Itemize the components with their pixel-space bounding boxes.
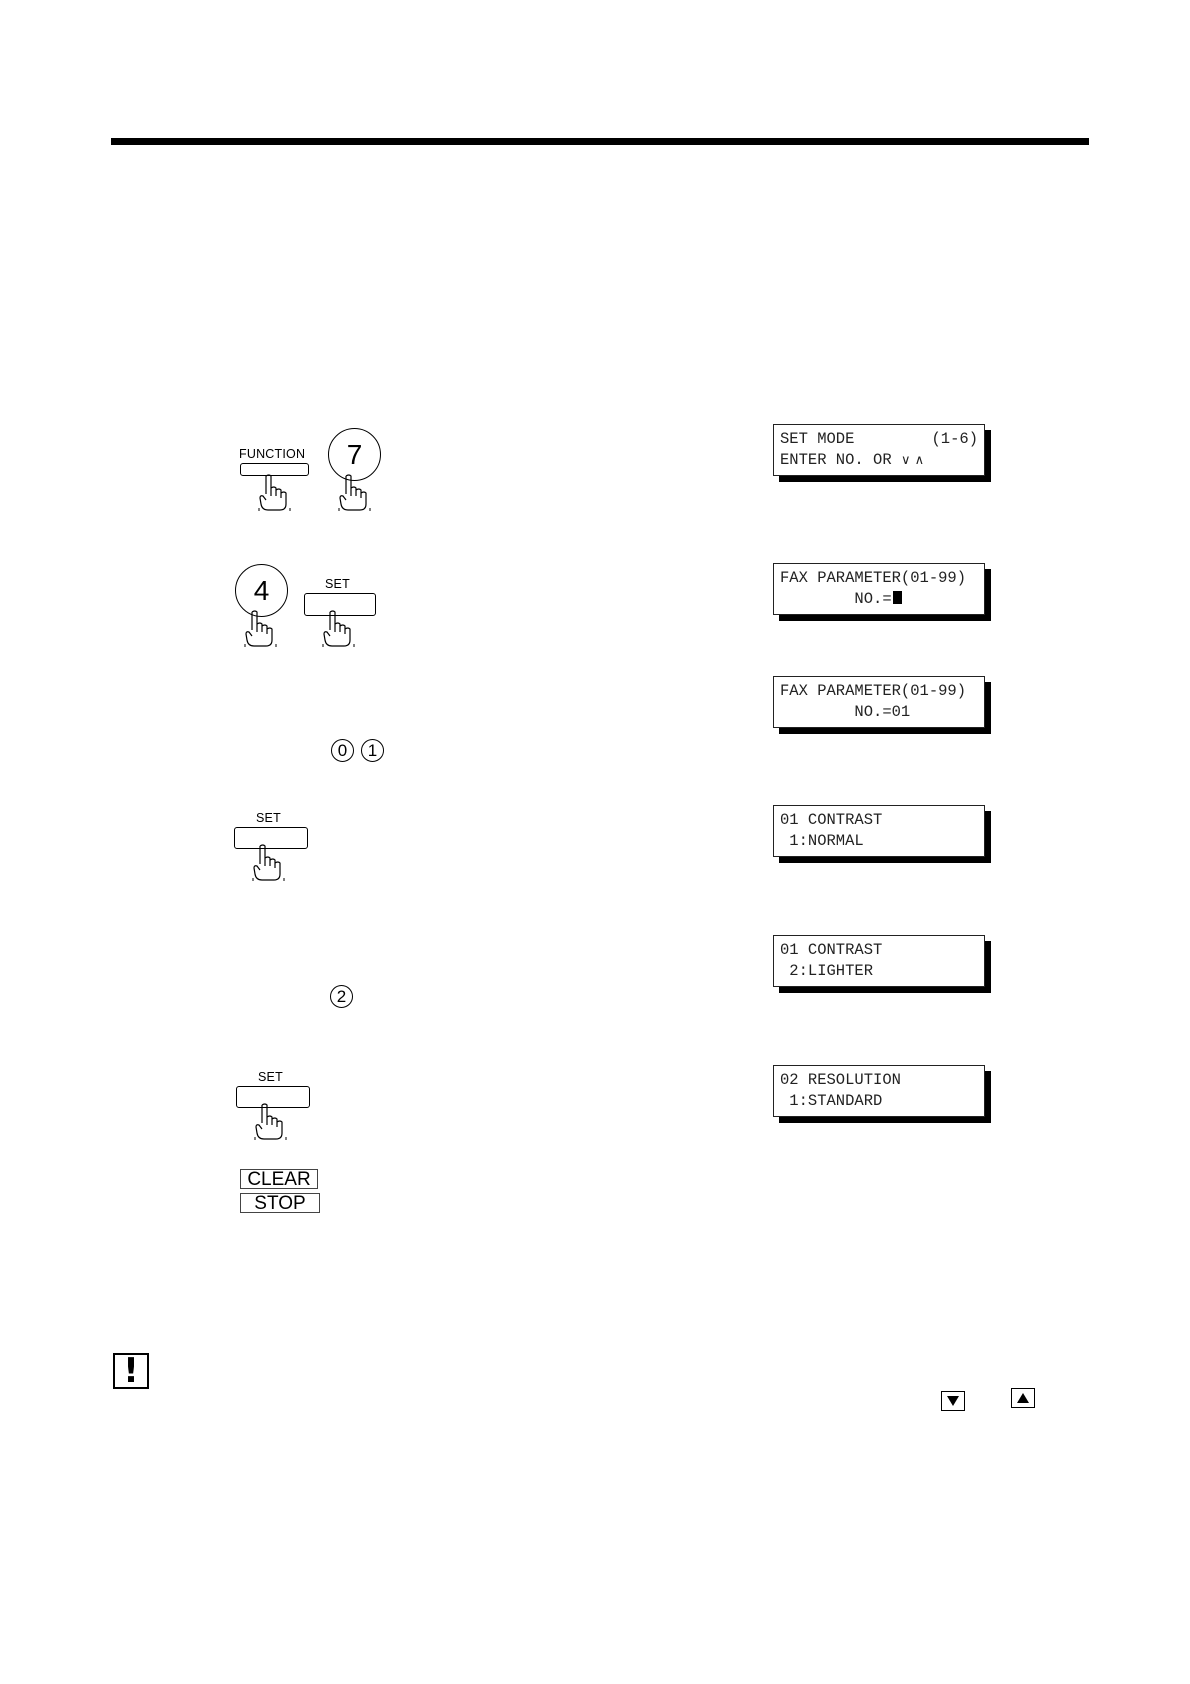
lcd-display-contrast-lighter: 01 CONTRAST 2:LIGHTER [773, 935, 985, 987]
set-key-label: SET [258, 1070, 283, 1084]
lcd-display-contrast-normal: 01 CONTRAST 1:NORMAL [773, 805, 985, 857]
lcd-display-resolution-standard: 02 RESOLUTION 1:STANDARD [773, 1065, 985, 1117]
lcd-display-set-mode: SET MODE(1-6) ENTER NO. OR ∨ ∧ [773, 424, 985, 476]
digit-key-0[interactable]: 0 [331, 739, 354, 762]
press-hand-icon [322, 610, 355, 647]
down-arrow-key-icon [941, 1391, 965, 1411]
digit-key-4[interactable]: 4 [235, 564, 288, 617]
digit-key-1[interactable]: 1 [361, 739, 384, 762]
press-hand-icon [338, 474, 371, 511]
caution-icon: ! [113, 1353, 149, 1389]
lcd-display-fax-parameter: FAX PARAMETER(01-99) NO.= [773, 563, 985, 615]
function-key-label: FUNCTION [239, 447, 306, 461]
stop-key[interactable]: STOP [240, 1193, 320, 1214]
clear-key[interactable]: CLEAR [240, 1169, 318, 1190]
up-arrow-key-icon [1011, 1388, 1035, 1408]
set-key[interactable] [304, 593, 376, 616]
function-key[interactable] [240, 463, 309, 476]
digit-key-2[interactable]: 2 [330, 985, 353, 1008]
scroll-arrows-icon: ∨ ∧ [900, 453, 925, 468]
cursor-block-icon [892, 591, 902, 604]
lcd-display-fax-parameter-01: FAX PARAMETER(01-99) NO.=01 [773, 676, 985, 728]
set-key-label: SET [325, 577, 350, 591]
press-hand-icon [244, 610, 277, 647]
set-key-label: SET [256, 811, 281, 825]
set-key[interactable] [236, 1086, 310, 1108]
header-rule [111, 138, 1089, 145]
press-hand-icon [254, 1103, 287, 1140]
digit-key-7[interactable]: 7 [328, 428, 381, 481]
press-hand-icon [258, 474, 291, 511]
set-key[interactable] [234, 827, 308, 849]
press-hand-icon [252, 844, 285, 881]
